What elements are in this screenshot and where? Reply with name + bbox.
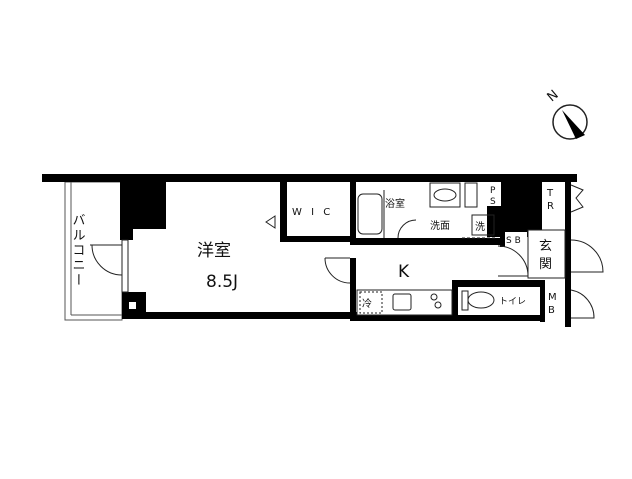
sb-label: S B <box>506 236 521 246</box>
north-label: N <box>545 87 562 105</box>
balcony-char: バルコニー <box>70 213 86 288</box>
ps-p: P <box>490 186 496 196</box>
mb-b: B <box>548 305 555 316</box>
bathroom: 浴室 <box>357 190 417 239</box>
ps-s: S <box>490 197 496 207</box>
balcony-door[interactable] <box>90 239 129 293</box>
mb: M B <box>545 287 595 320</box>
sb: S B <box>505 232 527 248</box>
bathroom-door[interactable] <box>397 219 417 239</box>
tr-r: R <box>547 201 554 212</box>
tr: T R <box>542 182 584 215</box>
stove-icon <box>430 293 438 301</box>
washroom: 洗面 洗 <box>429 182 497 239</box>
bathtub-icon <box>357 193 383 235</box>
washer-label: 洗 <box>475 221 485 233</box>
western-room-label: 洋室 <box>197 241 231 261</box>
toilet-label: トイレ <box>499 297 526 307</box>
fridge-label: 冷 <box>362 297 372 310</box>
room-door[interactable] <box>324 257 351 284</box>
entrance-door[interactable] <box>497 245 529 277</box>
compass: N <box>545 87 588 140</box>
kitchen-counter: 冷 <box>356 289 453 316</box>
sink-icon <box>433 188 457 202</box>
tr-t: T <box>546 188 554 199</box>
kitchen-sink-icon <box>392 293 412 311</box>
washroom-label: 洗面 <box>430 220 450 232</box>
toilet-icon <box>467 291 495 309</box>
bathroom-label: 浴室 <box>385 197 405 210</box>
western-room-size: 8.5J <box>206 272 238 292</box>
toilet: トイレ <box>458 287 540 315</box>
pillar-duct <box>129 302 136 309</box>
wic-door-marker <box>265 215 276 229</box>
entrance: 玄 関 <box>497 229 604 279</box>
front-door[interactable] <box>570 239 604 273</box>
balcony: バルコニー <box>64 181 123 321</box>
north-arrow-icon <box>562 110 585 139</box>
mb-m: M <box>548 292 557 303</box>
ps: P S <box>487 182 501 207</box>
compass-ring <box>552 104 588 140</box>
entrance-char-2: 関 <box>539 257 552 272</box>
wic-label: W I C <box>292 207 333 218</box>
entrance-char-1: 玄 <box>539 239 552 254</box>
kitchen-label: K <box>398 262 410 282</box>
